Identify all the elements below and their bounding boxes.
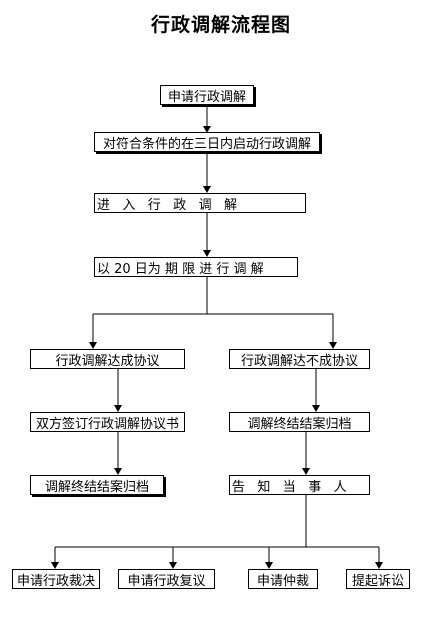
branch-archive-disagree: 调解终结结案归档 xyxy=(229,412,370,432)
branch-inform: 告 知 当 事 人 xyxy=(229,475,370,495)
branch-disagree: 行政调解达不成协议 xyxy=(229,349,370,369)
step-apply: 申请行政调解 xyxy=(160,85,254,105)
outcome-ruling: 申请行政裁决 xyxy=(12,569,100,589)
outcome-arbitration: 申请仲裁 xyxy=(248,569,318,589)
branch-sign: 双方签订行政调解协议书 xyxy=(30,412,185,432)
step-deadline: 以 20 日为 期 限 进 行 调 解 xyxy=(94,257,298,277)
branch-archive-agree: 调解终结结案归档 xyxy=(30,475,164,495)
diagram-title: 行政调解流程图 xyxy=(150,14,291,36)
step-start: 对符合条件的在三日内启动行政调解 xyxy=(94,132,320,152)
outcome-lawsuit: 提起诉讼 xyxy=(346,569,410,589)
outcome-review: 申请行政复议 xyxy=(118,569,215,589)
step-enter: 进 入 行 政 调 解 xyxy=(94,193,306,213)
branch-agree: 行政调解达成协议 xyxy=(30,349,185,369)
